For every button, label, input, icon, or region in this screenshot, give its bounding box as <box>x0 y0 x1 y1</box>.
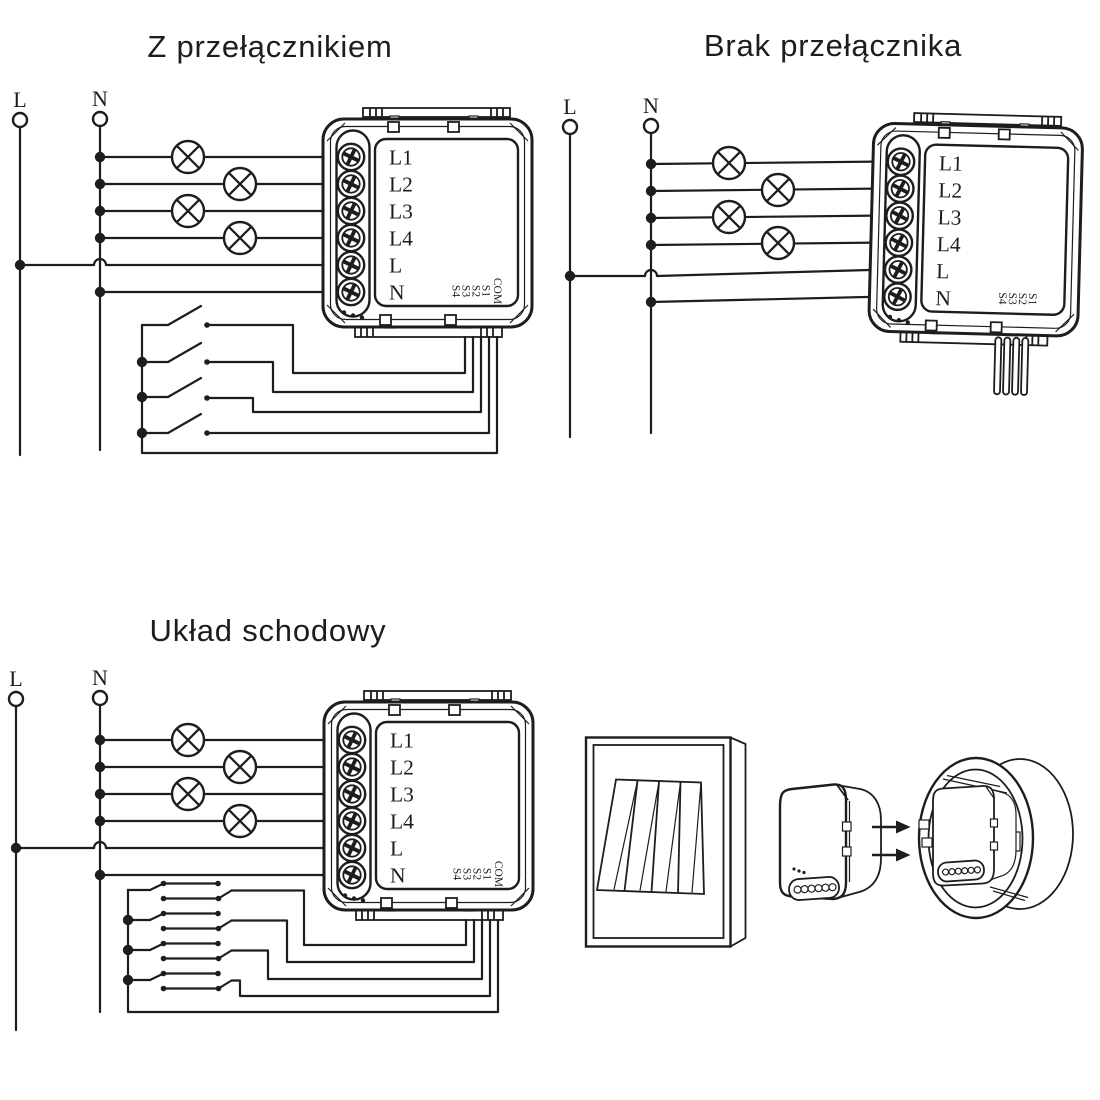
two-way-switches <box>122 880 500 1014</box>
signal-label: S1 <box>480 285 492 297</box>
signal-wire-stub <box>993 336 1003 396</box>
terminal-label: L3 <box>390 783 414 807</box>
diagram-with-switch: Z przełącznikiem L N <box>11 29 532 457</box>
lamp-icon <box>760 172 796 208</box>
live-terminal-icon <box>11 111 29 129</box>
neutral-terminal-icon <box>91 110 109 128</box>
lamp-icon <box>222 749 258 785</box>
terminal-label: N <box>389 281 405 305</box>
neutral-terminal-icon <box>91 689 109 707</box>
terminal-label: L1 <box>389 146 413 170</box>
signal-label: S2 <box>470 285 482 297</box>
signal-label: S3 <box>1006 292 1018 305</box>
terminal-label: L <box>390 837 403 861</box>
relay-module: L1 L2 L3 L4 L N S4 S3 S2 S1 COM <box>324 691 533 920</box>
s1-wire <box>205 323 467 375</box>
terminal-label: L2 <box>389 173 413 197</box>
round-junction-box <box>917 756 1074 920</box>
s3-wire <box>230 918 484 981</box>
terminal-strip-3d <box>788 876 840 901</box>
live-terminal-icon <box>561 118 579 136</box>
s4-wire <box>205 335 491 435</box>
terminal-label: L <box>936 259 950 283</box>
neutral-label: N <box>92 86 108 111</box>
live-line: L <box>561 94 579 439</box>
relay-module: L1 L2 L3 L4 L N S4 S3 S2 S1 COM <box>323 108 532 337</box>
terminal-label: L1 <box>939 151 964 176</box>
wall-switches <box>136 304 499 455</box>
lamp-icon <box>170 722 206 758</box>
neutral-line: N <box>91 665 109 1014</box>
relay-module: L1 L2 L3 L4 L N S4 S3 S2 S1 <box>867 112 1083 396</box>
terminal-label: N <box>935 286 952 310</box>
signal-wire-stub <box>1002 336 1012 396</box>
signal-label: COM <box>491 278 503 304</box>
load-wires <box>10 722 340 881</box>
lamp-icon <box>222 166 258 202</box>
terminal-label: L2 <box>390 756 414 780</box>
lamp-icon <box>711 199 747 235</box>
terminal-label: L4 <box>389 227 413 251</box>
s2-wire <box>230 918 476 964</box>
installation-illustration <box>584 736 1074 948</box>
signal-label: S3 <box>460 285 472 297</box>
terminal-label: L3 <box>937 205 962 230</box>
lamp-icon <box>222 220 258 256</box>
com-wire <box>140 323 499 455</box>
s3-wire <box>205 335 483 414</box>
arrow-right-icon <box>872 848 911 862</box>
load-wires <box>14 139 339 298</box>
lamp-icon <box>170 139 206 175</box>
signal-label: S4 <box>996 292 1008 305</box>
live-line: L <box>7 666 25 1032</box>
signal-label: S1 <box>1026 293 1038 306</box>
wall-plate <box>584 736 747 948</box>
signal-label: S3 <box>461 868 473 880</box>
terminal-label: L1 <box>390 729 414 753</box>
diagram-title: Z przełącznikiem <box>147 29 392 64</box>
live-line: L <box>11 87 29 457</box>
terminal-label: N <box>390 864 406 888</box>
s2-wire <box>205 335 475 394</box>
signal-label: COM <box>492 861 504 887</box>
lamp-icon <box>222 803 258 839</box>
diagram-no-switch: Brak przełącznika L N <box>561 28 1083 439</box>
signal-label: S2 <box>1016 293 1028 306</box>
live-label: L <box>9 666 22 691</box>
arrow-right-icon <box>872 820 911 834</box>
lamp-icon <box>170 776 206 812</box>
live-label: L <box>563 94 576 119</box>
lamp-icon <box>170 193 206 229</box>
neutral-label: N <box>92 665 108 690</box>
signal-label: S1 <box>481 868 493 880</box>
s1-wire <box>230 889 468 947</box>
box-module-3d <box>932 785 1017 887</box>
load-wires <box>564 145 889 308</box>
signal-label: S4 <box>451 868 463 880</box>
terminal-label: L4 <box>937 232 962 257</box>
signal-label: S2 <box>471 868 483 880</box>
diagram-staircase: Układ schodowy L N <box>7 613 533 1032</box>
live-label: L <box>13 87 26 112</box>
relay-module-3d <box>778 783 882 901</box>
signal-wire-stub <box>1011 336 1021 396</box>
neutral-terminal-icon <box>642 117 660 135</box>
lamp-icon <box>760 225 796 261</box>
lamp-icon <box>711 145 747 181</box>
terminal-label: L4 <box>390 810 414 834</box>
s4-wire <box>230 918 492 998</box>
rocker-switch <box>595 778 705 895</box>
terminal-label: L2 <box>938 178 963 203</box>
live-terminal-icon <box>7 690 25 708</box>
diagram-title: Układ schodowy <box>150 613 387 648</box>
neutral-label: N <box>643 93 659 118</box>
signal-label: S4 <box>450 285 462 297</box>
signal-wire-stub <box>1020 337 1030 396</box>
terminal-label: L <box>389 254 402 278</box>
neutral-line: N <box>642 93 660 435</box>
diagram-title: Brak przełącznika <box>704 28 962 63</box>
terminal-label: L3 <box>389 200 413 224</box>
